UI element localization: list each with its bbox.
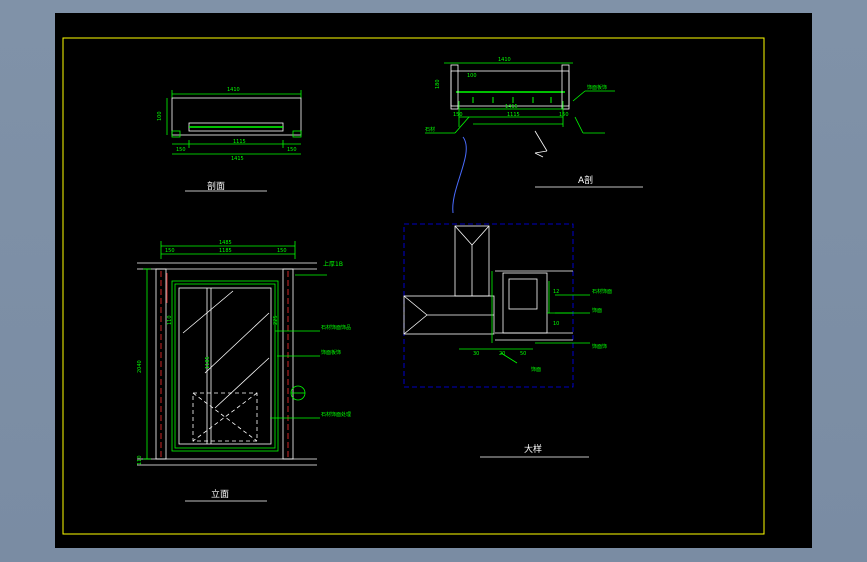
section-dim-right: 150 [287,147,297,153]
section-view [166,90,302,192]
a-section-dim-total: 1410 [498,57,511,63]
elevation-dim-inner-1: 110 [167,315,173,325]
a-section-dim-bottom: 1415 [505,104,518,110]
cad-drawing: 1410 150 1115 150 1415 100 剖面 [62,37,765,535]
elevation-dim-total: 1485 [219,240,232,246]
detail-note-bottom: 饰面 [531,366,541,373]
elevation-dim-right: 150 [277,248,287,254]
detail-dim-3: 50 [520,351,526,357]
elevation-dim-inner-2: 1185 [205,356,211,369]
a-section-note-left: 石材 [425,126,435,133]
detail-note-3: 饰面饰 [592,343,607,350]
detail-note-1: 石材饰面 [592,288,612,295]
detail-dim-4: 12 [553,289,559,295]
leader-curve [452,136,467,214]
section-dim-total: 1410 [227,87,240,93]
a-section-side-dim-2: 180 [435,79,441,89]
a-section-view [425,62,643,188]
elevation-title: 立面 [211,488,229,500]
section-dim-bottom: 1415 [231,156,244,162]
elevation-dim-base: 110 [137,455,143,465]
section-dim-middle: 1115 [233,139,246,145]
section-title: 剖面 [207,180,225,192]
a-section-title: A剖 [578,174,593,186]
detail-dim-2: 20 [499,351,505,357]
a-section-dim-left: 150 [453,112,463,118]
a-section-side-dim-1: 100 [467,73,477,79]
detail-view [403,223,590,458]
elevation-view [137,241,327,502]
detail-dim-1: 30 [473,351,479,357]
a-section-dim-middle: 1115 [507,112,520,118]
elevation-dim-left: 150 [165,248,175,254]
a-section-note-right: 饰面板饰 [587,84,607,91]
detail-dim-5: 10 [553,321,559,327]
drawing-sheet: 1410 150 1115 150 1415 100 剖面 [55,13,812,548]
elevation-note-top: 上厚1B [323,260,343,268]
elevation-dim-inner-3: 225 [273,315,279,325]
detail-title: 大样 [524,443,542,455]
elevation-note-mid1: 石材饰面饰品 [321,324,351,331]
section-dim-left: 150 [176,147,186,153]
title-frame [62,37,765,535]
detail-note-2: 饰面 [592,307,602,314]
elevation-note-mid2: 饰面板饰 [321,349,341,356]
elevation-note-bottom: 石材饰面处理 [321,411,351,418]
elevation-dim-height: 2040 [137,360,143,373]
a-section-dim-right: 150 [559,112,569,118]
section-side-dim: 100 [157,111,163,121]
elevation-dim-middle: 1185 [219,248,232,254]
a-section-ticks [472,97,552,103]
